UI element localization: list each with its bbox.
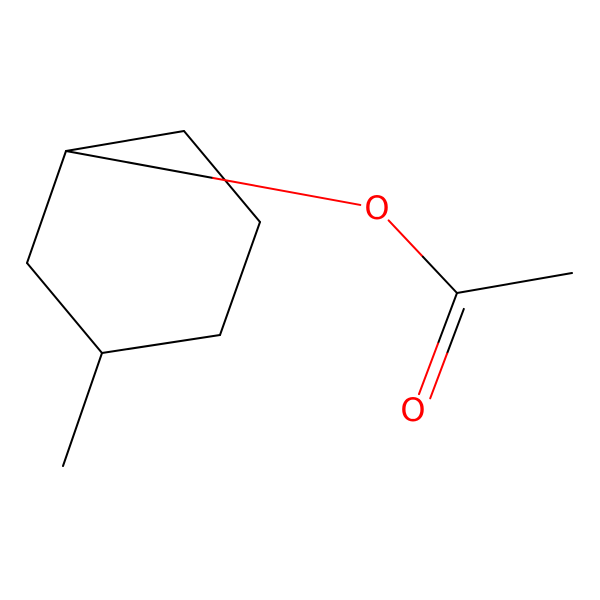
bonds-layer <box>26 130 573 467</box>
bond-c_ring3-o_ester-part-b <box>212 176 362 206</box>
bond-o_ester-c_carbonyl-part-a <box>387 219 424 258</box>
bond-c_carbonyl-c_acetyl_methyl <box>456 272 573 294</box>
bond-c_carbonyl-o_carbonyl-second-part-b <box>429 352 449 400</box>
bond-c_carbonyl-o_carbonyl-part-a <box>436 292 458 345</box>
bond-o_ester-c_carbonyl-part-b <box>421 255 458 294</box>
bond-c_methyl-c_ring1 <box>62 352 103 467</box>
bond-c_ring2-c_ring3 <box>26 150 67 264</box>
bond-c_ring3-o_ester-part-a <box>65 150 215 179</box>
bond-c_ring6-c_ring1 <box>101 334 221 354</box>
bond-c_carbonyl-o_carbonyl-second-part-a <box>446 307 465 355</box>
bond-c_ring3-c_ring4 <box>65 130 185 152</box>
bond-c_ring1-c_ring2 <box>26 262 103 354</box>
bond-c_ring5-c_ring6 <box>219 221 261 336</box>
atom-label-o_ester: O <box>364 189 389 227</box>
bond-c_ring4-c_ring5 <box>183 130 261 223</box>
atom-labels-layer: OO <box>364 189 425 429</box>
bond-c_carbonyl-o_carbonyl-part-b <box>417 342 439 396</box>
atom-label-o_carbonyl: O <box>400 391 425 429</box>
